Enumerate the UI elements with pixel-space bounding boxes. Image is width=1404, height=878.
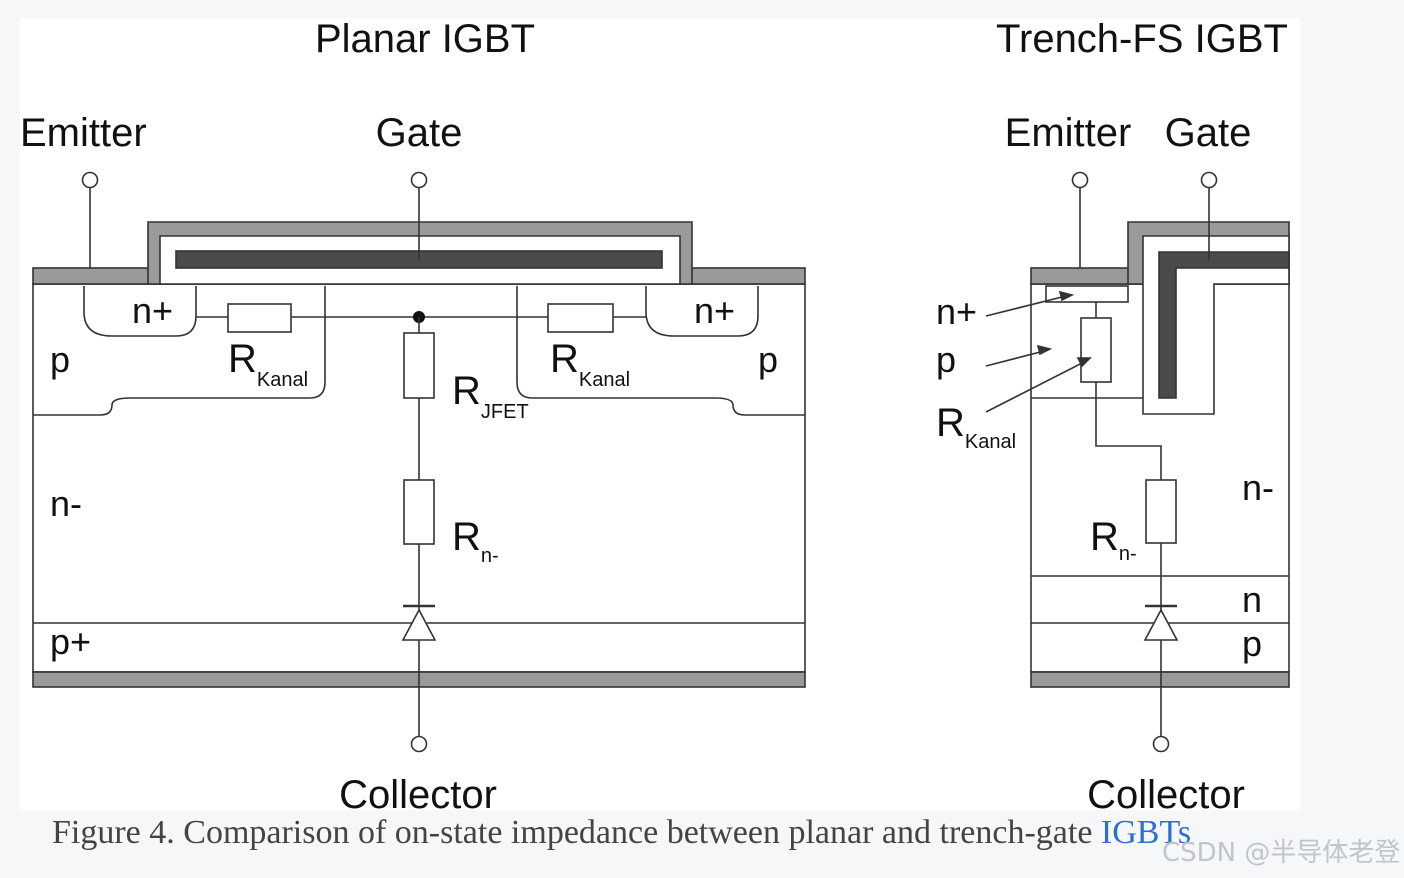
planar-region-p-right: p	[758, 339, 778, 380]
planar-diode-icon	[401, 608, 437, 641]
planar-gate-label: Gate	[376, 111, 463, 155]
planar-gate-terminal	[410, 171, 428, 189]
r-sub: Kanal	[579, 369, 630, 391]
r-main: R	[452, 369, 481, 413]
planar-emitter-terminal	[81, 171, 99, 189]
trench-nplus-region	[1045, 285, 1129, 303]
r-main: R	[228, 337, 257, 381]
figure-caption: Figure 4. Comparison of on-state impedan…	[52, 814, 1191, 852]
trench-r-kanal-label: RKanal	[936, 401, 1016, 453]
planar-r-kanal-right-label: RKanal	[550, 337, 630, 391]
trench-region-n: n	[1242, 579, 1262, 620]
r-sub: JFET	[481, 401, 529, 423]
trench-arrow-nplus	[985, 294, 1071, 317]
planar-nplus-well-left	[83, 286, 197, 337]
caption-text: Figure 4. Comparison of on-state impedan…	[52, 814, 1101, 851]
caption-link[interactable]: IGBTs	[1100, 814, 1192, 851]
r-sub: Kanal	[965, 431, 1016, 453]
r-sub: Kanal	[257, 369, 308, 391]
planar-r-jfet-label: RJFET	[452, 369, 529, 423]
planar-nplus-well-right	[645, 286, 759, 337]
trench-region-nplus: n+	[936, 291, 977, 332]
trench-gate-terminal	[1200, 171, 1218, 189]
r-main: R	[550, 337, 579, 381]
arrow-head	[1076, 357, 1092, 368]
trench-collector-terminal	[1152, 735, 1170, 753]
trench-region-p-bottom: p	[1242, 623, 1262, 664]
planar-p-well-left	[33, 286, 326, 416]
trench-arrow-rkanal	[985, 359, 1089, 413]
trench-gate-oxide	[1142, 235, 1290, 415]
planar-collector-label: Collector	[339, 773, 497, 817]
trench-title: Trench-FS IGBT	[996, 17, 1288, 61]
planar-r-nminus-label: Rn-	[452, 515, 499, 567]
planar-p-well-right	[516, 286, 805, 416]
planar-region-nminus: n-	[50, 483, 82, 524]
trench-r-kanal-resistor	[1080, 317, 1112, 383]
trench-wire	[1095, 382, 1162, 480]
planar-collector-terminal	[410, 735, 428, 753]
trench-r-nminus-label: Rn-	[1090, 515, 1137, 565]
planar-region-nplus-right: n+	[694, 290, 735, 331]
planar-title: Planar IGBT	[315, 17, 535, 61]
planar-r-kanal-left-resistor	[227, 303, 292, 333]
watermark: CSDN @半导体老登	[1162, 838, 1401, 868]
planar-r-kanal-left-label: RKanal	[228, 337, 308, 391]
trench-gate-poly	[1158, 251, 1290, 399]
r-main: R	[1090, 515, 1119, 559]
planar-region-pplus: p+	[50, 621, 91, 662]
trench-r-nminus-resistor	[1145, 479, 1177, 544]
planar-igbt	[32, 171, 806, 753]
r-sub: n-	[481, 545, 499, 567]
trench-region-p: p	[936, 339, 956, 380]
planar-r-jfet-resistor	[403, 332, 435, 399]
trench-igbt	[985, 171, 1290, 753]
trench-collector-label: Collector	[1087, 773, 1245, 817]
planar-emitter-label: Emitter	[20, 111, 147, 155]
planar-region-nplus-left: n+	[132, 290, 173, 331]
trench-diode-icon	[1143, 608, 1179, 641]
arrow-head	[1036, 344, 1053, 356]
trench-emitter-terminal	[1071, 171, 1089, 189]
trench-arrow-p	[985, 349, 1049, 367]
arrow-head	[1058, 290, 1075, 302]
r-main: R	[452, 515, 481, 559]
r-sub: n-	[1119, 543, 1137, 565]
planar-r-kanal-right-resistor	[547, 303, 614, 333]
r-main: R	[936, 401, 965, 445]
trench-gate-label: Gate	[1165, 111, 1252, 155]
planar-region-p-left: p	[50, 339, 70, 380]
planar-r-nminus-resistor	[403, 479, 435, 545]
trench-collector-metal	[1030, 671, 1290, 688]
trench-emitter-label: Emitter	[1005, 111, 1132, 155]
trench-region-nminus: n-	[1242, 467, 1274, 508]
